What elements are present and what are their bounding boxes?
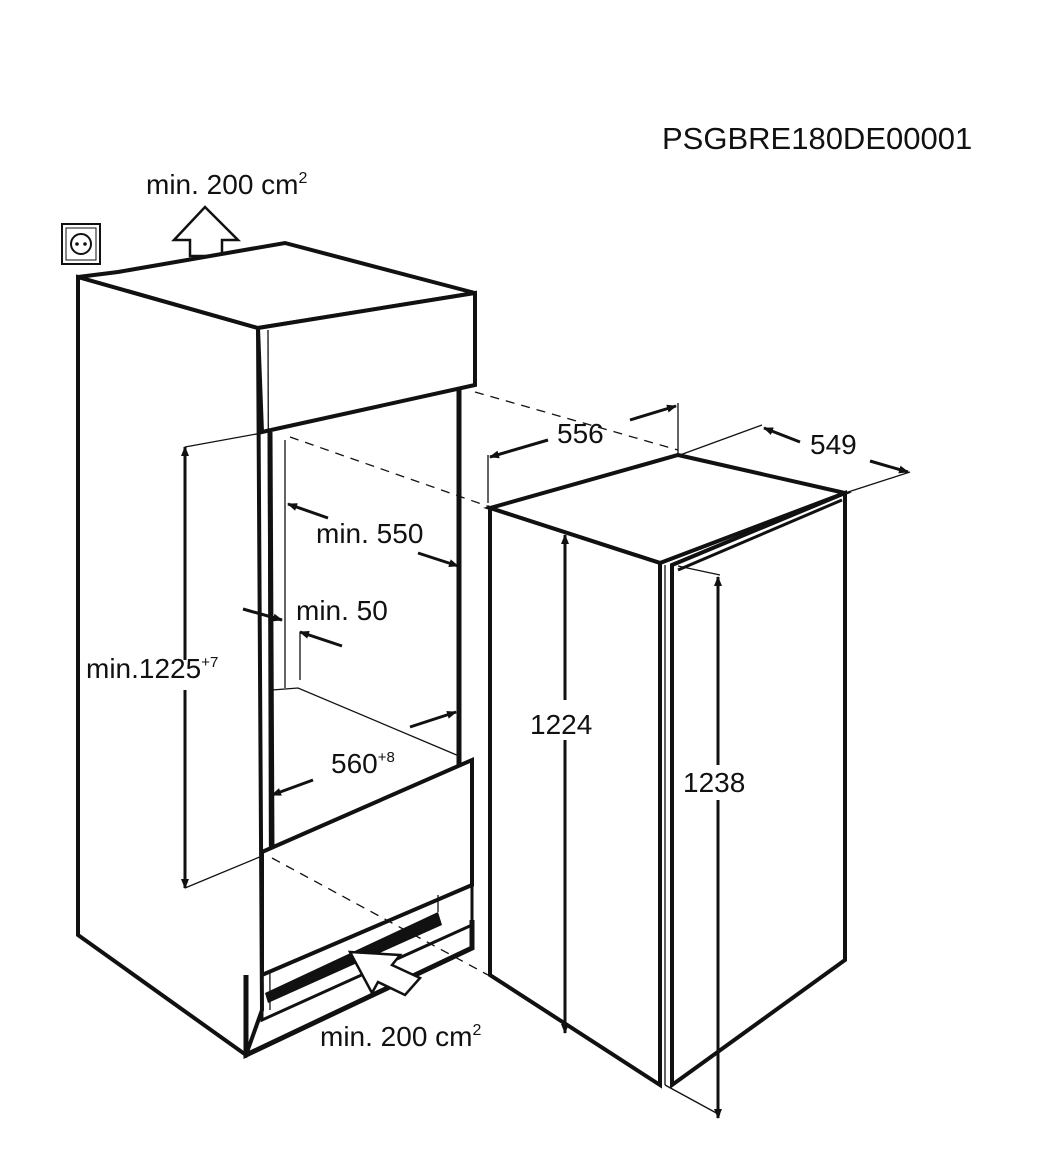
arrow-up-icon xyxy=(171,205,242,258)
arrow-icon xyxy=(347,950,423,997)
niche-gap-label: min. 50 xyxy=(296,595,388,626)
cabinet-niche xyxy=(76,240,477,1059)
model-code: PSGBRE180DE00001 xyxy=(662,121,972,156)
power-socket-icon xyxy=(61,223,101,265)
ventilation-top-label: min. 200 cm2 xyxy=(146,169,308,200)
appliance xyxy=(483,452,852,1089)
appliance-body-height-label: 1224 xyxy=(530,709,592,740)
appliance-width-label: 556 xyxy=(557,418,604,449)
niche-width-label: 560+8 xyxy=(331,748,395,779)
appliance-depth-label: 549 xyxy=(810,429,857,460)
ventilation-bottom-label: min. 200 cm2 xyxy=(320,1021,482,1052)
niche-depth-label: min. 550 xyxy=(316,518,423,549)
niche-height-label: min.1225+7 xyxy=(86,653,218,684)
appliance-total-height-label: 1238 xyxy=(683,767,745,798)
